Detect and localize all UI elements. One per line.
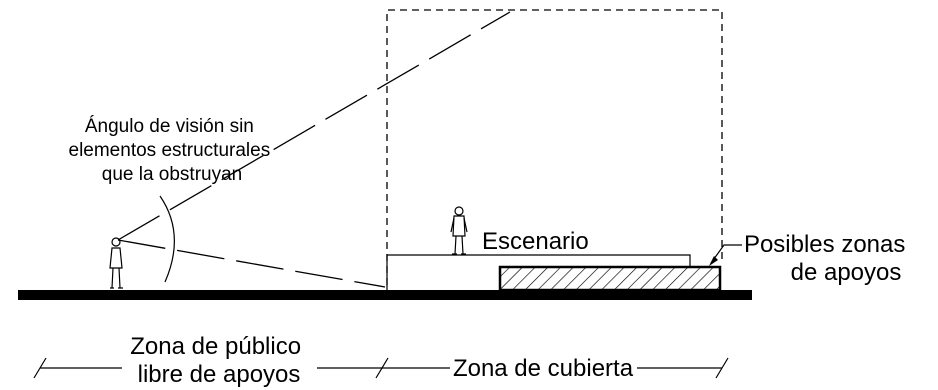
vision-angle-arc	[159, 195, 175, 283]
stage-label: Escenario	[482, 228, 589, 255]
supports-label-line-1: Posibles zonas	[744, 231, 905, 258]
ground-slab	[18, 290, 752, 300]
stage-platform	[386, 254, 691, 290]
audience-zone-label-line-1: Zona de público	[130, 333, 301, 360]
audience-zone-label-line-2: libre de apoyos	[138, 361, 301, 388]
vision-angle-label-line-1: Ángulo de visión sin	[85, 116, 254, 137]
sight-line-lower	[117, 239, 386, 288]
roof-zone-label: Zona de cubierta	[453, 355, 634, 382]
supports-label: Posibles zonas de apoyos	[744, 231, 912, 286]
dimension-line	[33, 357, 729, 379]
supports-leader-arrow	[709, 256, 718, 266]
vision-angle-label-line-3: que la obstruyan	[102, 164, 243, 185]
support-zone	[498, 265, 722, 292]
vision-angle-label-line-2: elementos estructurales	[69, 140, 271, 161]
sight-line-upper	[117, 11, 511, 241]
supports-leader	[710, 244, 742, 264]
vision-angle-label: Ángulo de visión sin elementos estructur…	[69, 116, 276, 185]
performer-figure-icon	[450, 206, 468, 255]
roof-zone-outline	[386, 9, 723, 285]
audience-zone-label: Zona de público libre de apoyos	[130, 333, 307, 388]
spectator-figure-icon	[109, 237, 123, 289]
supports-label-line-2: de apoyos	[791, 259, 902, 286]
